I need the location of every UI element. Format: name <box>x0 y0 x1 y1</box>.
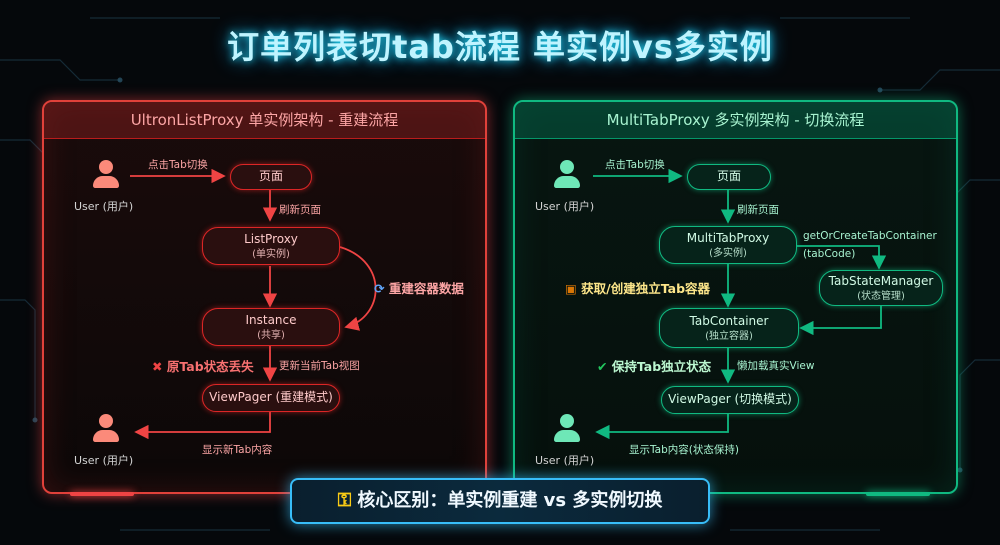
key-icon: ⚿ <box>337 490 352 511</box>
edge-label-show-keep: 显示Tab内容(状态保持) <box>629 444 739 456</box>
panel-accent-bar <box>866 492 930 496</box>
node-tab-container: TabContainer (独立容器) <box>659 308 799 348</box>
node-tab-state-manager-label: TabStateManager <box>828 274 934 288</box>
user-label: User (用户) <box>74 454 134 467</box>
node-page: 页面 <box>687 164 771 190</box>
multi-instance-header: MultiTabProxy 多实例架构 - 切换流程 <box>515 102 956 139</box>
rebuild-note-label: 重建容器数据 <box>388 281 464 296</box>
node-tab-state-manager: TabStateManager (状态管理) <box>819 270 943 306</box>
multi-instance-panel: MultiTabProxy 多实例架构 - 切换流程 User (用户) 点击T… <box>513 100 958 496</box>
edge-label-show-new: 显示新Tab内容 <box>202 444 273 456</box>
state-lost-label: 原Tab状态丢失 <box>166 359 254 374</box>
user-icon <box>84 160 128 188</box>
user-label: User (用户) <box>535 454 595 467</box>
single-instance-header: UltronListProxy 单实例架构 - 重建流程 <box>44 102 485 139</box>
keep-state-note: ✔ 保持Tab独立状态 <box>597 356 711 375</box>
user-label: User (用户) <box>74 200 134 213</box>
summary-text: 核心区别：单实例重建 vs 多实例切换 <box>357 490 663 511</box>
get-create-note-label: 获取/创建独立Tab容器 <box>581 281 711 296</box>
edge-label-update-view: 更新当前Tab视图 <box>279 360 360 372</box>
node-multi-tab-proxy: MultiTabProxy (多实例) <box>659 226 797 264</box>
user-icon <box>84 414 128 442</box>
node-tab-state-manager-sub: (状态管理) <box>857 291 905 302</box>
edge-label-click-tab: 点击Tab切换 <box>605 159 665 171</box>
edge-label-click-tab: 点击Tab切换 <box>148 159 208 171</box>
node-instance-sub: (共享) <box>257 330 285 341</box>
page-title: 订单列表切tab流程 单实例vs多实例 <box>227 28 773 66</box>
keep-state-label: 保持Tab独立状态 <box>611 359 712 374</box>
refresh-icon: ⟳ <box>374 281 385 296</box>
edge-label-tabcode: (tabCode) <box>803 248 856 260</box>
user-label: User (用户) <box>535 200 595 213</box>
edge-label-refresh: 刷新页面 <box>279 204 321 216</box>
node-instance-label: Instance <box>245 313 297 327</box>
node-multi-tab-proxy-sub: (多实例) <box>709 248 747 259</box>
node-multi-tab-proxy-label: MultiTabProxy <box>686 231 770 245</box>
node-tab-container-sub: (独立容器) <box>705 331 753 342</box>
node-list-proxy-label: ListProxy <box>244 232 298 246</box>
cross-mark-icon: ✖ <box>152 359 163 374</box>
node-list-proxy-sub: (单实例) <box>252 249 290 260</box>
node-instance: Instance (共享) <box>202 308 340 346</box>
rebuild-note: ⟳ 重建容器数据 <box>374 278 464 297</box>
node-tab-container-label: TabContainer <box>689 314 769 328</box>
node-page: 页面 <box>230 164 312 190</box>
user-icon <box>545 160 589 188</box>
state-lost-note: ✖ 原Tab状态丢失 <box>152 356 254 375</box>
node-list-proxy: ListProxy (单实例) <box>202 227 340 265</box>
panel-accent-bar <box>70 492 134 496</box>
user-icon <box>545 414 589 442</box>
get-create-note: ▣ 获取/创建独立Tab容器 <box>565 278 710 297</box>
summary-banner: ⚿核心区别：单实例重建 vs 多实例切换 <box>290 478 710 524</box>
multi-instance-arrows <box>593 168 887 440</box>
single-instance-arrows <box>130 168 377 440</box>
edge-label-lazy-load: 懒加载真实View <box>737 360 815 372</box>
single-instance-panel: UltronListProxy 单实例架构 - 重建流程 User (用户) 点… <box>42 100 487 496</box>
node-viewpager: ViewPager (重建模式) <box>202 384 340 412</box>
edge-label-get-or-create: getOrCreateTabContainer <box>803 230 937 242</box>
edge-label-refresh: 刷新页面 <box>737 204 779 216</box>
check-mark-icon: ✔ <box>597 359 608 374</box>
node-viewpager: ViewPager (切换模式) <box>661 386 799 414</box>
package-icon: ▣ <box>565 281 577 296</box>
